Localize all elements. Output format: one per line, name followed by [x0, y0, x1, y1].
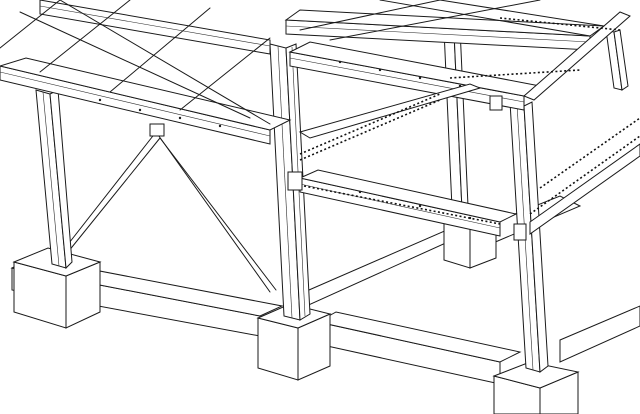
grade-beam-front-right [316, 311, 522, 385]
roof-beam-left-front [0, 57, 292, 145]
roof-beam-top-right [284, 9, 606, 51]
cross-bracing-left-bay [61, 123, 277, 293]
concrete-pedestal-3 [492, 361, 580, 414]
roof-beam-top-left [39, 0, 271, 55]
concrete-pedestal-1 [12, 247, 102, 329]
connection-bolts [98, 60, 527, 241]
floor-beam-right [529, 143, 640, 235]
floor-grating [299, 17, 640, 225]
floor-beam-front [298, 169, 518, 237]
floor-beam-rear [298, 83, 482, 139]
roof-purlins [0, 0, 605, 125]
steel-column-1 [35, 89, 73, 270]
foundation-group [10, 195, 640, 414]
steel-column-5 [605, 29, 629, 91]
roof-beam-right-edge [523, 11, 631, 101]
steel-column-4 [443, 27, 469, 211]
